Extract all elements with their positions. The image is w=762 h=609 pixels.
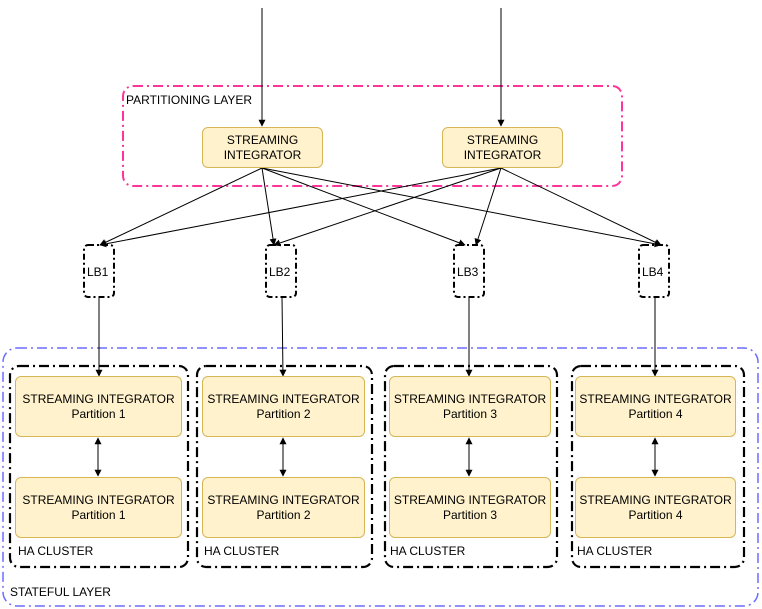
si2-to-lb3 <box>474 167 502 246</box>
node-partition: Partition 2 <box>256 406 311 421</box>
cluster1-replica-node[interactable]: STREAMING INTEGRATOR Partition 1 <box>15 477 182 538</box>
partitioning-layer-boundary <box>122 85 623 187</box>
node-title: STREAMING INTEGRATOR <box>579 492 732 507</box>
cluster4-replica-node[interactable]: STREAMING INTEGRATOR Partition 4 <box>575 477 736 538</box>
ha-cluster-boundary-3 <box>383 364 559 569</box>
partitioning-integrator-1[interactable]: STREAMING INTEGRATOR <box>202 127 323 168</box>
partitioning-integrator-2[interactable]: STREAMING INTEGRATOR <box>442 127 563 168</box>
si1-to-lb2 <box>261 167 277 246</box>
integrator-line2: INTEGRATOR <box>463 147 542 162</box>
stateful-layer-boundary <box>2 347 759 607</box>
stateful-layer-label: STATEFUL LAYER <box>10 585 111 599</box>
ha-cluster-boundary-4 <box>570 364 746 569</box>
node-title: STREAMING INTEGRATOR <box>22 492 175 507</box>
load-balancer-boxes <box>83 244 670 298</box>
node-partition: Partition 4 <box>628 507 683 522</box>
node-partition: Partition 1 <box>71 406 126 421</box>
node-title: STREAMING INTEGRATOR <box>207 492 360 507</box>
cluster4-primary-node[interactable]: STREAMING INTEGRATOR Partition 4 <box>575 376 736 437</box>
si1-to-lb3 <box>261 167 466 247</box>
integrator-line1: STREAMING <box>226 132 299 147</box>
cluster4-label: HA CLUSTER <box>577 544 653 558</box>
node-title: STREAMING INTEGRATOR <box>22 391 175 406</box>
cluster3-label: HA CLUSTER <box>390 544 466 558</box>
cluster3-primary-node[interactable]: STREAMING INTEGRATOR Partition 3 <box>389 376 551 437</box>
cluster2-label: HA CLUSTER <box>204 544 280 558</box>
cluster2-primary-node[interactable]: STREAMING INTEGRATOR Partition 2 <box>202 376 365 437</box>
cluster1-label: HA CLUSTER <box>18 544 94 558</box>
node-partition: Partition 4 <box>628 406 683 421</box>
cluster1-primary-node[interactable]: STREAMING INTEGRATOR Partition 1 <box>15 376 182 437</box>
ha-cluster-boundary-2 <box>195 364 374 569</box>
si1-to-lb1 <box>99 167 263 246</box>
lb3-label: LB3 <box>457 265 479 279</box>
node-partition: Partition 2 <box>256 507 311 522</box>
partitioning-layer-label: PARTITIONING LAYER <box>126 93 253 107</box>
integrator-line2: INTEGRATOR <box>223 147 302 162</box>
node-title: STREAMING INTEGRATOR <box>393 391 547 406</box>
node-title: STREAMING INTEGRATOR <box>207 391 360 406</box>
node-partition: Partition 3 <box>442 406 498 421</box>
si2-to-lb1 <box>99 167 502 248</box>
si1-to-lb4 <box>261 167 662 248</box>
node-title: STREAMING INTEGRATOR <box>393 492 547 507</box>
node-partition: Partition 3 <box>442 507 498 522</box>
connection-arrows <box>94 8 662 477</box>
integrator-line1: STREAMING <box>466 132 539 147</box>
lb2-to-partition2 <box>279 296 287 377</box>
lb1-label: LB1 <box>87 265 109 279</box>
node-title: STREAMING INTEGRATOR <box>579 391 732 406</box>
lb2-label: LB2 <box>269 265 291 279</box>
lb4-label: LB4 <box>642 265 664 279</box>
cluster2-replica-node[interactable]: STREAMING INTEGRATOR Partition 2 <box>202 477 365 538</box>
si2-to-lb4 <box>500 167 662 246</box>
cluster3-replica-node[interactable]: STREAMING INTEGRATOR Partition 3 <box>389 477 551 538</box>
si2-to-lb2 <box>273 167 502 247</box>
node-partition: Partition 1 <box>71 507 126 522</box>
